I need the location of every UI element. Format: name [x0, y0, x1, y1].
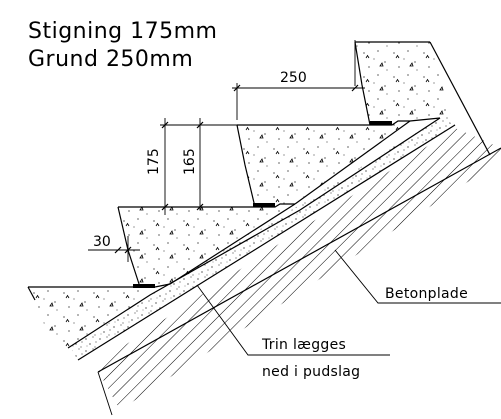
leader-note	[196, 284, 390, 356]
title-line-2: Grund 250mm	[28, 47, 193, 72]
title-line-1: Stigning 175mm	[28, 19, 217, 44]
dimension-rise-total-label: 175	[146, 148, 162, 175]
dimension-tread	[232, 40, 365, 120]
label-note-line2: ned i pudslag	[262, 364, 360, 380]
step-4	[354, 41, 491, 156]
dimension-rise-step-label: 165	[182, 148, 198, 175]
dimension-nosing	[88, 236, 140, 262]
dimension-nosing-label: 30	[93, 234, 111, 250]
label-slab: Betonplade	[385, 286, 468, 302]
dimension-rise-total	[160, 118, 237, 215]
dimension-rise-step	[196, 118, 204, 211]
dimension-tread-label: 250	[280, 70, 307, 86]
label-note-line1: Trin lægges	[261, 337, 346, 353]
leader-slab	[334, 249, 501, 304]
